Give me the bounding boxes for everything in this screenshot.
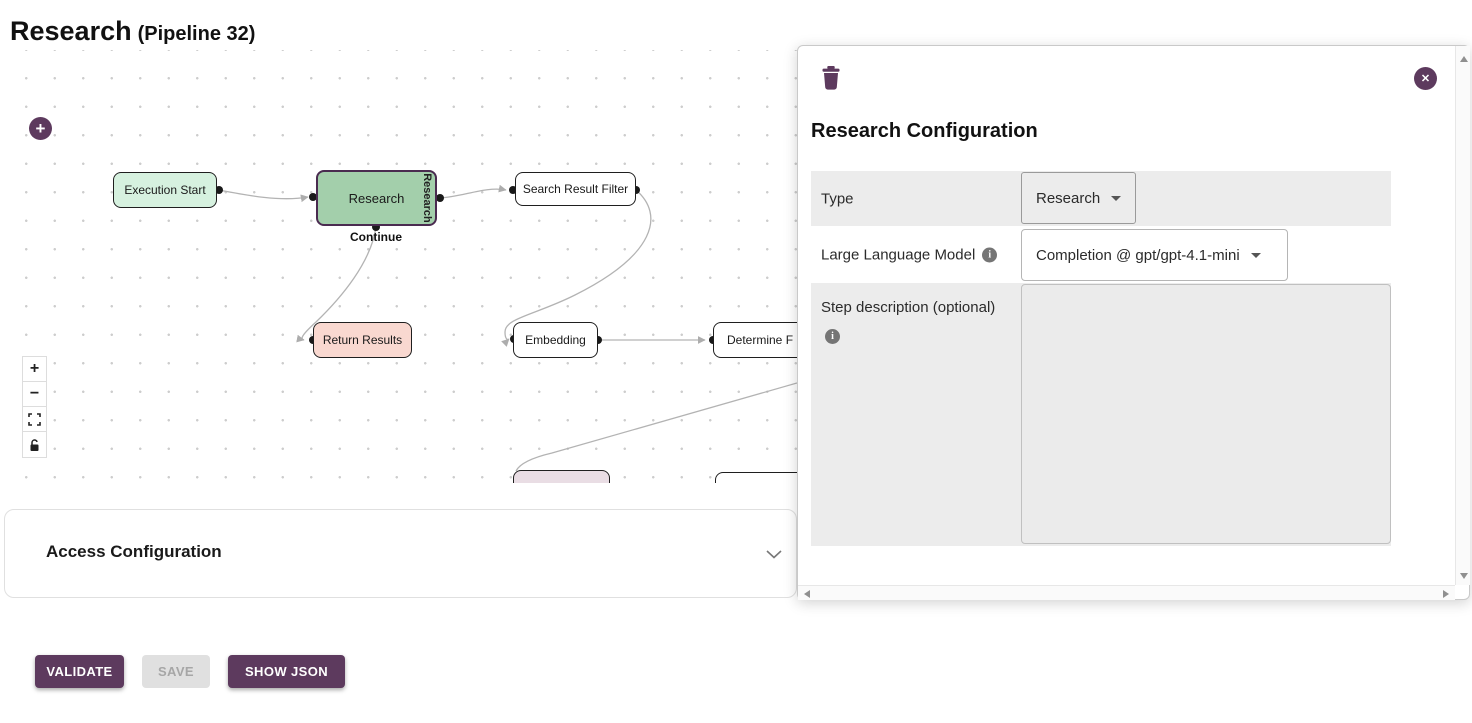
llm-label: Large Language Model bbox=[821, 246, 976, 263]
lock-button[interactable] bbox=[23, 432, 46, 457]
zoom-out-button[interactable]: − bbox=[23, 382, 46, 407]
step-description-textarea[interactable] bbox=[1021, 284, 1391, 544]
panel-horizontal-scrollbar[interactable] bbox=[798, 585, 1455, 600]
canvas-zoom-controls: + − bbox=[22, 356, 47, 458]
node-partial-right[interactable] bbox=[715, 472, 797, 483]
type-select[interactable]: Research bbox=[1021, 172, 1136, 224]
add-step-button[interactable]: + bbox=[29, 117, 52, 140]
description-label: Step description (optional) bbox=[821, 299, 996, 316]
node-label: Determine F bbox=[727, 333, 794, 347]
edge-layer bbox=[215, 184, 797, 472]
pipeline-canvas[interactable]: + Execution Start Research Research Cont… bbox=[0, 50, 797, 483]
show-json-button[interactable]: SHOW JSON bbox=[228, 655, 345, 688]
scroll-down-arrow[interactable] bbox=[1460, 573, 1468, 579]
scroll-left-arrow[interactable] bbox=[804, 590, 810, 598]
panel-title: Research Configuration bbox=[811, 120, 1038, 142]
close-panel-button[interactable]: ✕ bbox=[1414, 67, 1437, 90]
info-icon: i bbox=[825, 329, 840, 344]
close-icon: ✕ bbox=[1420, 73, 1431, 85]
edge-research-filter bbox=[439, 184, 507, 199]
configuration-form: Type Research Large Language Model i Com… bbox=[811, 171, 1391, 546]
step-configuration-panel: ✕ Research Configuration Type Research L… bbox=[797, 45, 1470, 600]
chevron-down-icon bbox=[1250, 252, 1261, 258]
node-execution-start[interactable]: Execution Start bbox=[113, 172, 217, 208]
scroll-up-arrow[interactable] bbox=[1460, 56, 1468, 62]
node-label: Return Results bbox=[322, 333, 403, 347]
continue-port-label: Continue bbox=[350, 230, 402, 244]
node-embedding[interactable]: Embedding bbox=[513, 322, 598, 358]
fit-view-icon bbox=[28, 412, 41, 426]
scroll-right-arrow[interactable] bbox=[1443, 590, 1449, 598]
type-selected-value: Research bbox=[1036, 189, 1101, 207]
validate-button[interactable]: VALIDATE bbox=[35, 655, 124, 688]
pipeline-name: Research bbox=[10, 16, 132, 46]
node-return-results[interactable]: Return Results bbox=[313, 322, 412, 358]
delete-step-button[interactable] bbox=[821, 66, 841, 90]
plus-icon: + bbox=[29, 360, 40, 377]
chevron-down-icon[interactable] bbox=[766, 550, 782, 559]
zoom-in-button[interactable]: + bbox=[23, 357, 46, 382]
info-icon: i bbox=[982, 247, 998, 262]
llm-row: Large Language Model i Completion @ gpt/… bbox=[811, 226, 1391, 283]
edge-filter-embedding bbox=[501, 189, 652, 347]
unlock-icon bbox=[30, 438, 39, 451]
llm-selected-value: Completion @ gpt/gpt-4.1-mini bbox=[1036, 246, 1240, 264]
llm-select[interactable]: Completion @ gpt/gpt-4.1-mini bbox=[1021, 229, 1288, 281]
node-determine[interactable]: Determine F bbox=[713, 322, 797, 358]
chevron-down-icon bbox=[1111, 195, 1122, 201]
node-research[interactable]: Research Research bbox=[316, 170, 437, 226]
edge-start-research bbox=[218, 189, 309, 203]
type-label: Type bbox=[821, 190, 854, 207]
minus-icon: − bbox=[29, 385, 40, 402]
edge-continue-return bbox=[296, 226, 377, 343]
pipeline-number: (Pipeline 32) bbox=[137, 23, 256, 45]
type-row: Type Research bbox=[811, 171, 1391, 226]
access-configuration-section[interactable]: Access Configuration bbox=[4, 509, 797, 598]
node-label: Execution Start bbox=[124, 183, 206, 197]
node-search-result-filter[interactable]: Search Result Filter bbox=[515, 172, 636, 206]
node-label: Research bbox=[348, 190, 405, 206]
description-row: Step description (optional) i bbox=[811, 283, 1391, 546]
save-button[interactable]: SAVE bbox=[142, 655, 210, 688]
output-port-label: Research bbox=[421, 173, 433, 223]
edge-bottom-diagonal bbox=[515, 382, 797, 472]
node-label: Search Result Filter bbox=[522, 182, 629, 196]
panel-vertical-scrollbar[interactable] bbox=[1455, 46, 1470, 585]
plus-icon: + bbox=[35, 119, 46, 138]
fit-view-button[interactable] bbox=[23, 407, 46, 432]
page-title: Research(Pipeline 32) bbox=[10, 16, 255, 47]
node-partial-left[interactable] bbox=[513, 470, 610, 483]
node-label: Embedding bbox=[525, 333, 586, 347]
port-dots bbox=[215, 186, 717, 344]
access-configuration-title: Access Configuration bbox=[46, 542, 222, 561]
